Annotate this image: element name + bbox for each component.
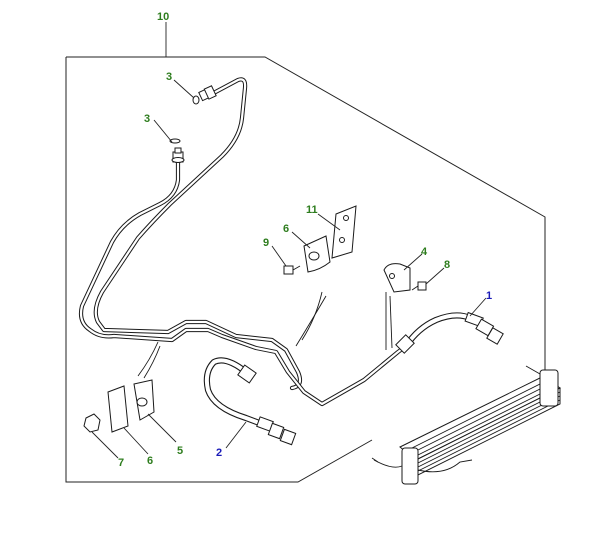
callout-4: 4: [421, 246, 428, 258]
callout-1: 1: [486, 290, 492, 302]
flexible-hose-1: [395, 311, 504, 354]
bracket-4: [383, 263, 411, 293]
union-fitting-upper: [192, 85, 217, 105]
clip-6-upper: [303, 235, 331, 273]
callout-3-lower: 3: [144, 113, 150, 125]
callout-11: 11: [306, 204, 318, 216]
union-fitting-lower: [169, 138, 185, 163]
callout-2: 2: [216, 447, 222, 459]
callout-7: 7: [118, 457, 124, 469]
callout-6-lower: 6: [147, 455, 153, 467]
flexible-hose-2: [203, 357, 297, 446]
clip-6-lower: [107, 385, 129, 433]
assembly-frame: [66, 56, 546, 370]
nut-7: [83, 413, 101, 433]
bolt-8: [411, 281, 427, 291]
oil-pipe-assembly: [78, 77, 409, 407]
callout-10: 10: [157, 11, 169, 23]
callout-3-upper: 3: [166, 71, 172, 83]
bolt-9: [283, 265, 301, 275]
assembly-frame-lower: [65, 57, 373, 483]
callout-6-upper: 6: [283, 223, 289, 235]
callout-5: 5: [177, 445, 183, 457]
bracket-11: [331, 205, 357, 259]
clip-5: [133, 379, 155, 421]
callout-8: 8: [444, 259, 450, 271]
oil-cooler: [371, 365, 561, 485]
callout-9: 9: [263, 237, 269, 249]
